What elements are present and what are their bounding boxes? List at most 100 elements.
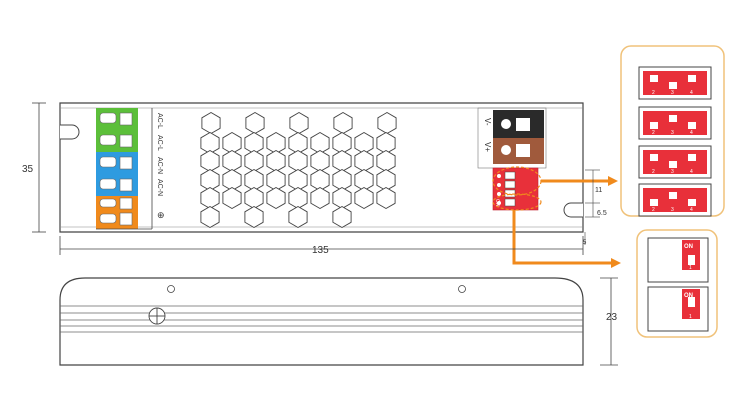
- dip4-number: 4: [690, 169, 693, 175]
- vent-hexagon: [376, 186, 396, 210]
- dip4-number: 3: [671, 130, 674, 136]
- vent-hexagon-grid: [200, 111, 397, 229]
- mounting-slot-right: [563, 202, 583, 218]
- output-label-pos: V+: [483, 142, 492, 152]
- dip4-knob: [688, 154, 696, 161]
- dimension-height-value: 35: [22, 164, 34, 175]
- dip4-number: 2: [652, 169, 655, 175]
- vent-hexagon: [201, 111, 221, 135]
- vent-hexagon: [266, 186, 286, 210]
- dimension-slot: [584, 169, 600, 245]
- dip4-switch: 2 3 4: [638, 106, 712, 140]
- vent-hexagon: [200, 149, 220, 173]
- output-terminal-block: V- V+: [477, 107, 547, 169]
- dip1-on-label-1: ON: [684, 244, 693, 250]
- vent-hexagon: [288, 205, 308, 229]
- vent-hexagon: [354, 186, 374, 210]
- vent-hexagon: [310, 149, 330, 173]
- vent-hexagon: [200, 186, 220, 210]
- vent-hexagon: [332, 186, 352, 210]
- vent-hexagon: [288, 149, 308, 173]
- vent-hexagon: [244, 186, 264, 210]
- dip4-knob: [650, 75, 658, 82]
- dip4-number: 2: [652, 130, 655, 136]
- output-label-neg: V-: [483, 118, 492, 126]
- vent-hexagon: [288, 186, 308, 210]
- dip4-number: 3: [671, 169, 674, 175]
- terminal-label-3: AC-N: [156, 157, 163, 174]
- vent-hexagon: [310, 186, 330, 210]
- dimension-5-value: 5: [583, 240, 587, 246]
- dip1-switch-off: ON 1: [647, 237, 709, 283]
- vent-hexagon: [376, 149, 396, 173]
- dip4-panel: 2 3 4 2 3 4 2 3 4 2 3 4: [620, 45, 725, 217]
- dip-highlight-lower: [492, 193, 542, 211]
- vent-hexagon: [245, 111, 265, 135]
- dimension-6-5-value: 6.5: [597, 210, 607, 217]
- vent-hexagon: [266, 149, 286, 173]
- dip4-knob: [688, 122, 696, 129]
- vent-hexagon: [244, 149, 264, 173]
- mounting-slot-left: [60, 124, 80, 140]
- vent-hexagon: [332, 149, 352, 173]
- vent-hexagon: [333, 111, 353, 135]
- dip4-knob: [650, 122, 658, 129]
- dip4-switch: 2 3 4: [638, 145, 712, 179]
- dip1-panel: ON 1 ON 1: [636, 229, 718, 338]
- vent-hexagon: [244, 205, 264, 229]
- dip-on-label: ON: [494, 199, 500, 207]
- dip4-knob: [669, 115, 677, 122]
- terminal-label-4: AC-N: [156, 179, 163, 196]
- dip4-number: 3: [671, 90, 674, 96]
- dip4-switch: 2 3 4: [638, 183, 712, 217]
- dip1-num-label-2: 1: [689, 314, 692, 320]
- dip4-knob: [669, 161, 677, 168]
- profile-hole-left: [167, 285, 175, 293]
- profile-ribs: [60, 305, 583, 333]
- dip4-knob: [669, 82, 677, 89]
- dip4-number: 4: [690, 207, 693, 213]
- dip4-knob: [688, 199, 696, 206]
- dip1-num-label-1: 1: [689, 265, 692, 271]
- dip4-number: 3: [671, 207, 674, 213]
- dip4-number: 4: [690, 90, 693, 96]
- dimension-profile-height: [600, 277, 618, 366]
- dip4-number: 4: [690, 130, 693, 136]
- dimension-length-value: 135: [312, 245, 329, 256]
- dimension-length: [59, 236, 584, 255]
- ground-screw: [148, 307, 166, 325]
- dimension-height: [32, 102, 46, 233]
- vent-hexagon: [200, 205, 220, 229]
- dip4-knob: [650, 154, 658, 161]
- dip4-knob: [669, 192, 677, 199]
- dimension-11-value: 11: [595, 187, 602, 194]
- callout-arrow-1pos: [512, 210, 612, 265]
- side-profile-outline: [59, 277, 584, 366]
- callout-arrows: [512, 176, 621, 268]
- vent-hexagon: [332, 205, 352, 229]
- body-outline: [59, 102, 584, 233]
- vent-hexagon: [289, 111, 309, 135]
- dip4-number: 2: [652, 90, 655, 96]
- dip4-number: 2: [652, 207, 655, 213]
- top-view: AC-L AC-L AC-N AC-N ⊕ V- V+: [22, 102, 621, 268]
- terminal-label-1: AC-L: [156, 113, 163, 129]
- vent-hexagon: [377, 111, 397, 135]
- profile-hole-right: [458, 285, 466, 293]
- dip-switch-block: ON: [492, 166, 542, 211]
- input-terminal-block: AC-L AC-L AC-N AC-N ⊕: [96, 108, 165, 230]
- dip1-switch-on: ON 1: [647, 286, 709, 332]
- vent-hexagon: [354, 149, 374, 173]
- dip4-switch-list: 2 3 4 2 3 4 2 3 4 2 3 4: [638, 66, 712, 217]
- terminal-label-2: AC-L: [156, 135, 163, 151]
- ground-symbol: ⊕: [157, 210, 165, 220]
- dip4-knob: [650, 199, 658, 206]
- vent-hexagon: [222, 186, 242, 210]
- dimension-profile-height-value: 23: [606, 312, 618, 323]
- dip4-knob: [688, 75, 696, 82]
- dip4-switch: 2 3 4: [638, 66, 712, 100]
- side-view: 23: [59, 277, 618, 366]
- vent-hexagon: [222, 149, 242, 173]
